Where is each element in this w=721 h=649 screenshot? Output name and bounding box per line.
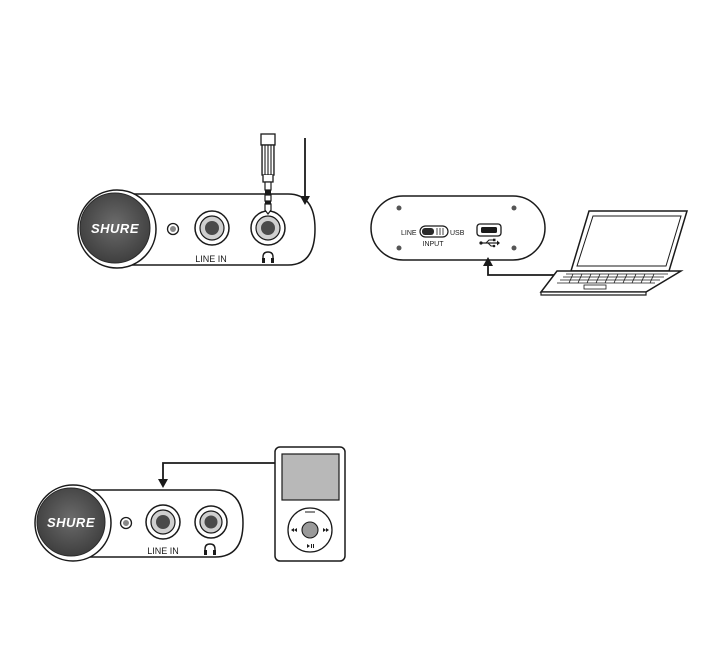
top-amplifier: SHURE LINE IN	[78, 134, 315, 268]
top-amp-headphone-jack	[251, 211, 285, 245]
bottom-amp-line-in-jack	[146, 505, 180, 539]
input-selector-switch	[420, 226, 448, 237]
switch-input-caption: INPUT	[423, 241, 445, 248]
top-amp-line-in-label: LINE IN	[195, 254, 227, 264]
micro-usb-port	[477, 224, 501, 236]
switch-usb-label: USB	[450, 230, 465, 237]
bottom-amplifier: SHURE LINE IN	[35, 485, 243, 561]
media-player-screen	[282, 454, 339, 500]
top-amp-line-in-jack	[195, 211, 229, 245]
laptop	[541, 211, 687, 295]
insert-arrow	[300, 138, 310, 205]
center-button	[302, 522, 318, 538]
bottom-amp-line-in-label: LINE IN	[147, 546, 179, 556]
top-amp-logo-text: SHURE	[91, 221, 139, 236]
switch-line-label: LINE	[401, 230, 417, 237]
usb-rear-panel: LINE USB INPUT	[371, 196, 545, 260]
bottom-amp-headphone-jack	[195, 506, 227, 538]
media-player	[275, 447, 345, 561]
audio-cable-arrow	[158, 463, 277, 488]
bottom-amp-logo-text: SHURE	[47, 515, 95, 530]
